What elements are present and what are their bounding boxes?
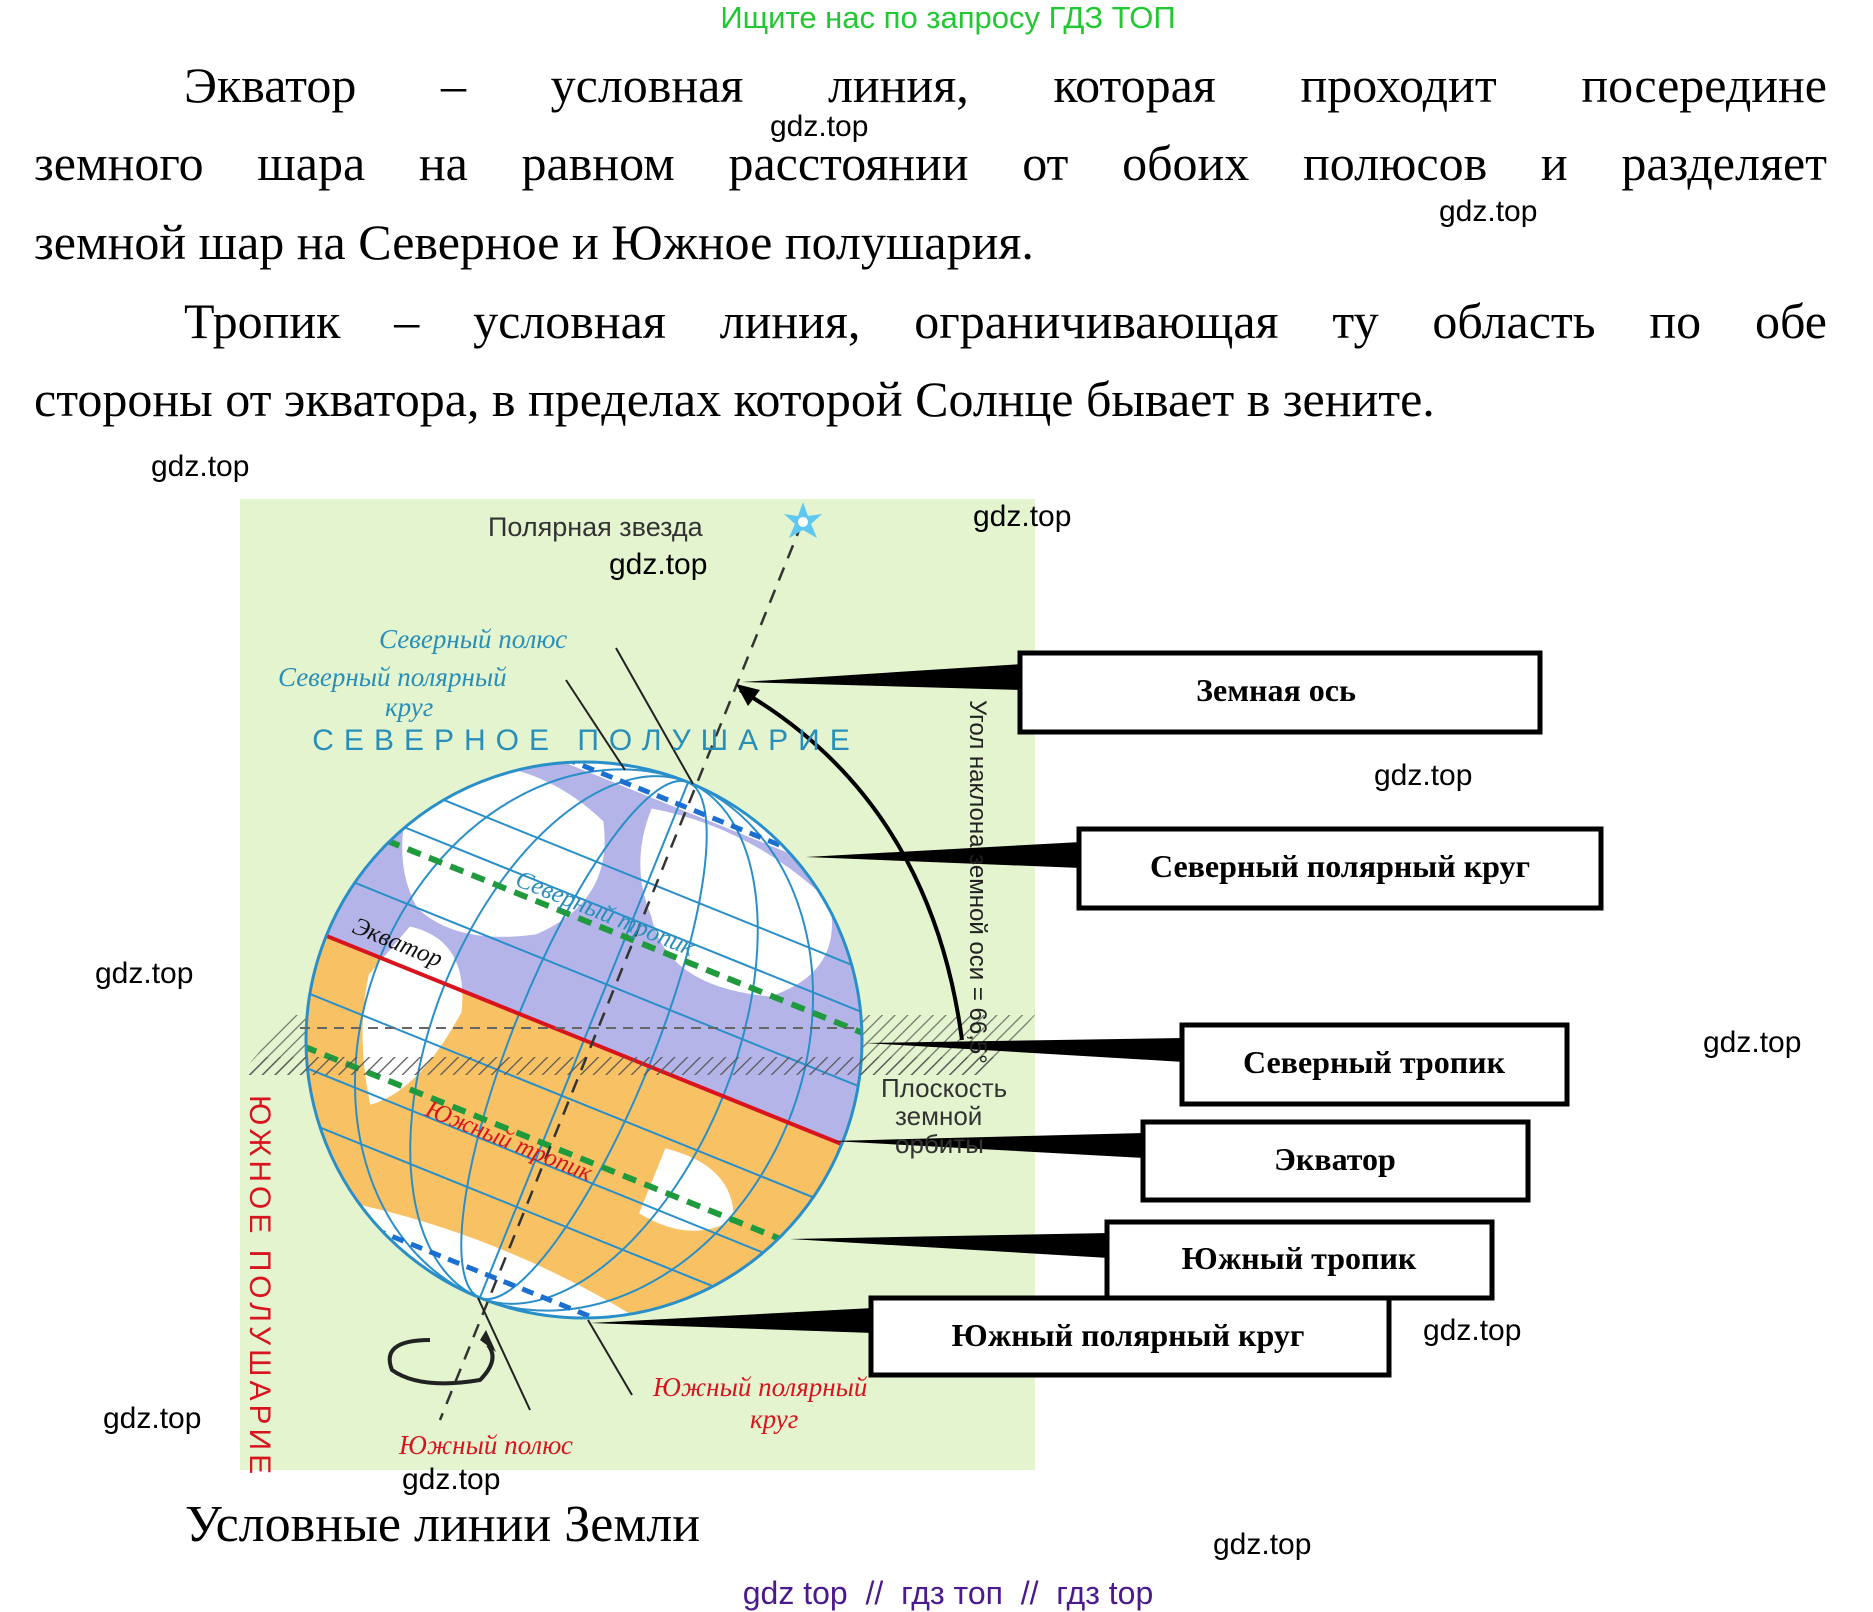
tilt-angle-arc bbox=[738, 688, 964, 1041]
south-polar-circle-label-2: круг bbox=[750, 1404, 798, 1434]
orbit-plane-label-3: орбиты bbox=[895, 1129, 984, 1159]
watermark: gdz.top bbox=[1439, 195, 1538, 228]
north-pole-label: Северный полюс bbox=[379, 624, 567, 654]
watermark: gdz.top bbox=[1703, 1026, 1802, 1059]
tilt-angle-label: Угол наклона земной оси = 66,5° bbox=[964, 700, 991, 1064]
paragraph-1-line-3: земной шар на Северное и Южное полушария… bbox=[34, 214, 1034, 270]
north-polar-circle-label-1: Северный полярный bbox=[278, 662, 507, 692]
equator-line bbox=[306, 924, 862, 1157]
paragraph-1-line-2: земного шара на равном расстоянии от обо… bbox=[34, 135, 1827, 191]
rotation-arrow-icon bbox=[387, 1338, 495, 1386]
orbit-plane-label-2: земной bbox=[895, 1101, 982, 1131]
watermark: gdz.top bbox=[609, 548, 708, 581]
polar-star-label: Полярная звезда bbox=[488, 512, 704, 542]
watermark: gdz.top bbox=[103, 1402, 202, 1435]
paragraph-1-line-1: Экватор – условная линия, которая проход… bbox=[184, 57, 1827, 113]
southern-hemisphere-label: ЮЖНОЕ ПОЛУШАРИЕ bbox=[243, 1095, 276, 1478]
label-box-north-polar-circle: Северный полярный круг bbox=[1076, 826, 1604, 911]
watermark: gdz.top bbox=[402, 1463, 501, 1496]
search-hint: Ищите нас по запросу ГДЗ ТОП bbox=[720, 0, 1176, 35]
label-box-equator: Экватор bbox=[1140, 1119, 1531, 1203]
label-box-earth-axis: Земная ось bbox=[1017, 650, 1543, 735]
svg-text:Экватор: Экватор bbox=[1274, 1141, 1396, 1177]
watermark: gdz.top bbox=[770, 110, 869, 143]
svg-text:Южный полярный круг: Южный полярный круг bbox=[952, 1317, 1305, 1353]
watermark: gdz.top bbox=[973, 500, 1072, 533]
watermark: gdz.top bbox=[1374, 759, 1473, 792]
north-tropic-line bbox=[342, 820, 862, 1055]
paragraph-2-line-1: Тропик – условная линия, ограничивающая … bbox=[184, 293, 1827, 349]
south-polar-circle-label-1: Южный полярный bbox=[652, 1372, 868, 1402]
watermark: gdz.top bbox=[1213, 1528, 1312, 1561]
svg-text:Северный полярный круг: Северный полярный круг bbox=[1150, 848, 1530, 884]
earth-axis-line bbox=[438, 522, 804, 1421]
watermark: gdz.top bbox=[151, 450, 250, 483]
watermark: gdz.top bbox=[95, 957, 194, 990]
north-polar-circle-line bbox=[396, 762, 862, 922]
south-polar-circle-line bbox=[306, 1159, 774, 1318]
south-pole-label: Южный полюс bbox=[398, 1430, 573, 1460]
paragraph-2-line-2: стороны от экватора, в пределах которой … bbox=[34, 371, 1435, 427]
figure-caption: Условные линии Земли bbox=[185, 1496, 701, 1553]
label-box-north-tropic: Северный тропик bbox=[1179, 1022, 1570, 1107]
orbit-plane-label-1: Плоскость bbox=[881, 1073, 1007, 1103]
label-box-south-polar-circle: Южный полярный круг bbox=[868, 1295, 1392, 1378]
svg-text:Земная ось: Земная ось bbox=[1196, 672, 1356, 708]
label-pointers bbox=[590, 664, 1184, 1333]
svg-text:Южный тропик: Южный тропик bbox=[1182, 1240, 1417, 1276]
globe-outline bbox=[304, 760, 864, 1320]
polar-star-icon bbox=[784, 502, 822, 538]
svg-text:Северный тропик: Северный тропик bbox=[1243, 1044, 1506, 1080]
orbit-plane-front bbox=[240, 1057, 1000, 1075]
watermark: gdz.top bbox=[1423, 1314, 1522, 1347]
northern-hemisphere-label: СЕВЕРНОЕ ПОЛУШАРИЕ bbox=[312, 724, 859, 757]
footer-links: gdz top // гдз топ // гдз top bbox=[742, 1575, 1154, 1611]
north-polar-circle-label-2: круг bbox=[385, 692, 433, 722]
label-box-south-tropic: Южный тропик bbox=[1104, 1219, 1495, 1301]
